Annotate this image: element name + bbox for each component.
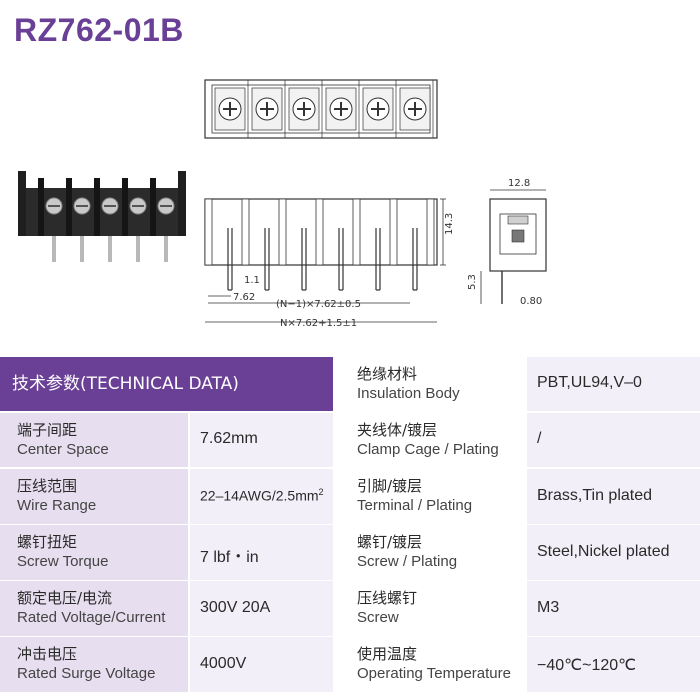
spec-label: 压线螺钉 Screw (347, 581, 525, 636)
front-view-pin (227, 228, 233, 291)
product-photo (18, 171, 186, 262)
spec-label-en: Screw Torque (17, 553, 109, 570)
top-view-terminal (214, 80, 249, 138)
spec-label-cn: 冲击电压 (17, 645, 78, 663)
spec-value-cell: Steel,Nickel plated (527, 525, 700, 580)
spec-label-cn: 压线螺钉 (357, 589, 418, 607)
height-dimension: 14.3 (444, 213, 455, 235)
spec-label: 冲击电压 Rated Surge Voltage (0, 637, 188, 692)
top-view-terminal (251, 80, 286, 138)
total-span-dimension: N×7.62+1.5±1 (280, 318, 357, 329)
front-view-pin (264, 228, 270, 291)
front-view-pin (375, 228, 381, 291)
front-wall (352, 198, 361, 266)
spec-label-en: Clamp Cage / Plating (357, 441, 499, 458)
spec-label-en: Center Space (17, 441, 109, 458)
spec-value-cell: / (527, 413, 700, 467)
spec-value: / (537, 430, 542, 447)
spec-label: 压线范围 Wire Range (0, 469, 188, 524)
pin-offset-dimension: 1.1 (244, 275, 260, 286)
spec-label-cn: 夹线体/镀层 (357, 421, 438, 439)
front-wall (389, 198, 398, 266)
front-view-pin (412, 228, 418, 291)
spec-label: 螺钉/镀层 Screw / Plating (347, 525, 525, 580)
pin-width-dimension: 0.80 (520, 296, 542, 307)
spec-value-cell: M3 (527, 581, 700, 636)
spec-label: 引脚/镀层 Terminal / Plating (347, 469, 525, 524)
spec-label: 螺钉扭矩 Screw Torque (0, 525, 188, 580)
spec-label-en: Screw / Plating (357, 553, 458, 570)
front-view-pin (301, 228, 307, 291)
spec-value: Brass,Tin plated (537, 486, 653, 504)
front-wall (426, 198, 435, 266)
spec-label: 额定电压/电流 Rated Voltage/Current (0, 581, 188, 636)
spec-value-cell: 300V 20A (190, 581, 333, 636)
front-wall (315, 198, 324, 266)
spec-label-cn: 额定电压/电流 (17, 589, 113, 607)
top-view-terminal (288, 80, 323, 138)
spec-label-cn: 绝缘材料 (357, 365, 418, 383)
spec-label-cn: 端子间距 (17, 421, 78, 439)
spec-label: 夹线体/镀层 Clamp Cage / Plating (347, 413, 525, 467)
spec-label-cn: 螺钉扭矩 (17, 533, 78, 551)
spec-value: 22–14AWG/2.5mm2 (200, 486, 324, 504)
technical-data-header: 技术参数(TECHNICAL DATA) (0, 357, 333, 411)
spec-label-cn: 引脚/镀层 (357, 477, 423, 495)
front-view-drawing: 14.3 7.62 1.1 (N−1)×7.62±0.5 N×7.62+1.5±… (204, 198, 455, 329)
front-wall (204, 198, 213, 266)
spec-label-en: Wire Range (17, 497, 97, 514)
side-view-drawing: 12.8 5.3 0.80 (467, 178, 547, 307)
spec-label: 端子间距 Center Space (0, 413, 188, 467)
spec-value: 7.62mm (200, 430, 258, 447)
top-view-terminal (399, 80, 434, 138)
spec-value-cell: 7 lbf・in (190, 525, 333, 580)
spec-value: PBT,UL94,V–0 (537, 374, 642, 391)
inner-span-dimension: (N−1)×7.62±0.5 (276, 299, 361, 310)
spec-label-en: Rated Surge Voltage (17, 665, 156, 682)
top-view-drawing (204, 79, 438, 139)
pin-length-dimension: 5.3 (467, 274, 478, 290)
technical-drawing: 14.3 7.62 1.1 (N−1)×7.62±0.5 N×7.62+1.5±… (18, 79, 547, 329)
width-dimension: 12.8 (508, 178, 530, 189)
spec-label-cn: 使用温度 (357, 645, 418, 663)
top-view-terminal (362, 80, 397, 138)
spec-value: 4000V (200, 654, 247, 672)
spec-value: −40℃~120℃ (537, 656, 637, 674)
photo-terminal (38, 178, 63, 262)
photo-terminal (150, 178, 175, 262)
pitch-dimension: 7.62 (233, 292, 255, 303)
spec-label: 绝缘材料 Insulation Body (347, 357, 525, 411)
spec-value: Steel,Nickel plated (537, 542, 670, 560)
spec-label-en: Insulation Body (357, 385, 460, 402)
spec-value-cell: 4000V (190, 637, 333, 692)
top-view-terminal (325, 80, 360, 138)
spec-label: 使用温度 Operating Temperature (347, 637, 525, 692)
front-view-pin (338, 228, 344, 291)
column-divider (333, 357, 347, 697)
spec-value: 7 lbf・in (200, 548, 259, 566)
spec-table: 技术参数(TECHNICAL DATA) 端子间距 Center Space 7.6… (0, 357, 700, 697)
spec-value: 300V 20A (200, 598, 271, 616)
spec-label-cn: 压线范围 (17, 477, 78, 495)
product-title: RZ762-01B (14, 12, 184, 48)
spec-value-cell: Brass,Tin plated (527, 469, 700, 524)
spec-label-en: Screw (357, 609, 399, 626)
front-wall (278, 198, 287, 266)
spec-value-cell: 7.62mm (190, 413, 333, 467)
spec-value-cell: −40℃~120℃ (527, 637, 700, 692)
spec-label-en: Terminal / Plating (357, 497, 473, 514)
spec-value-cell: PBT,UL94,V–0 (527, 357, 700, 411)
front-wall (241, 198, 250, 266)
photo-terminal (66, 178, 91, 262)
spec-value: M3 (537, 598, 560, 616)
photo-terminal (122, 178, 147, 262)
photo-terminal (94, 178, 119, 262)
spec-value-sup: 2 (318, 486, 324, 497)
spec-label-cn: 螺钉/镀层 (357, 533, 423, 551)
spec-label-en: Operating Temperature (357, 665, 511, 682)
spec-value-cell: 22–14AWG/2.5mm2 (190, 469, 333, 524)
spec-label-en: Rated Voltage/Current (17, 609, 166, 626)
